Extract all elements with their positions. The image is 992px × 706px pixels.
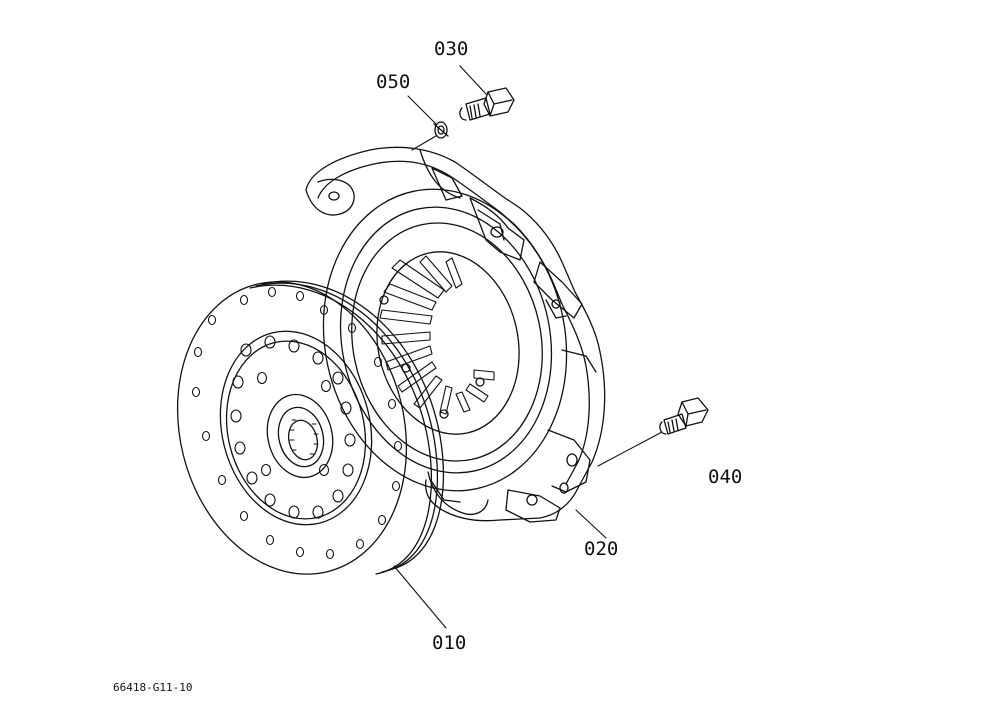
- disc-facing-outer: [176, 281, 408, 575]
- drawing-code: 66418-G11-10: [113, 681, 193, 694]
- washer-050: [433, 121, 449, 139]
- clutch-cover-assembly: [305, 146, 606, 523]
- disc-rivet-holes-outer: [191, 286, 403, 560]
- disc-damper-holes: [230, 335, 356, 519]
- callout-050: 050: [376, 71, 411, 93]
- leader-050: [407, 95, 437, 125]
- leader-020: [575, 509, 607, 539]
- callout-020: 020: [584, 538, 619, 560]
- leader-030-050-to-cover: [411, 135, 437, 151]
- diaphragm-spring-fingers: [379, 255, 495, 415]
- leader-lines: [393, 65, 663, 629]
- leader-010: [393, 565, 447, 629]
- disc-hub-plate: [219, 330, 373, 526]
- callout-010: 010: [432, 632, 467, 654]
- leader-030: [459, 65, 487, 95]
- bolt-040: [659, 397, 709, 435]
- disc-hub: [266, 393, 334, 479]
- cover-outer-flange: [305, 146, 606, 522]
- callout-040: 040: [708, 466, 743, 488]
- leader-040: [597, 431, 663, 467]
- callout-030: 030: [434, 38, 469, 60]
- clutch-disc: [176, 280, 445, 575]
- bolt-030: [459, 87, 515, 121]
- pressure-plate-ring-outer: [322, 188, 568, 492]
